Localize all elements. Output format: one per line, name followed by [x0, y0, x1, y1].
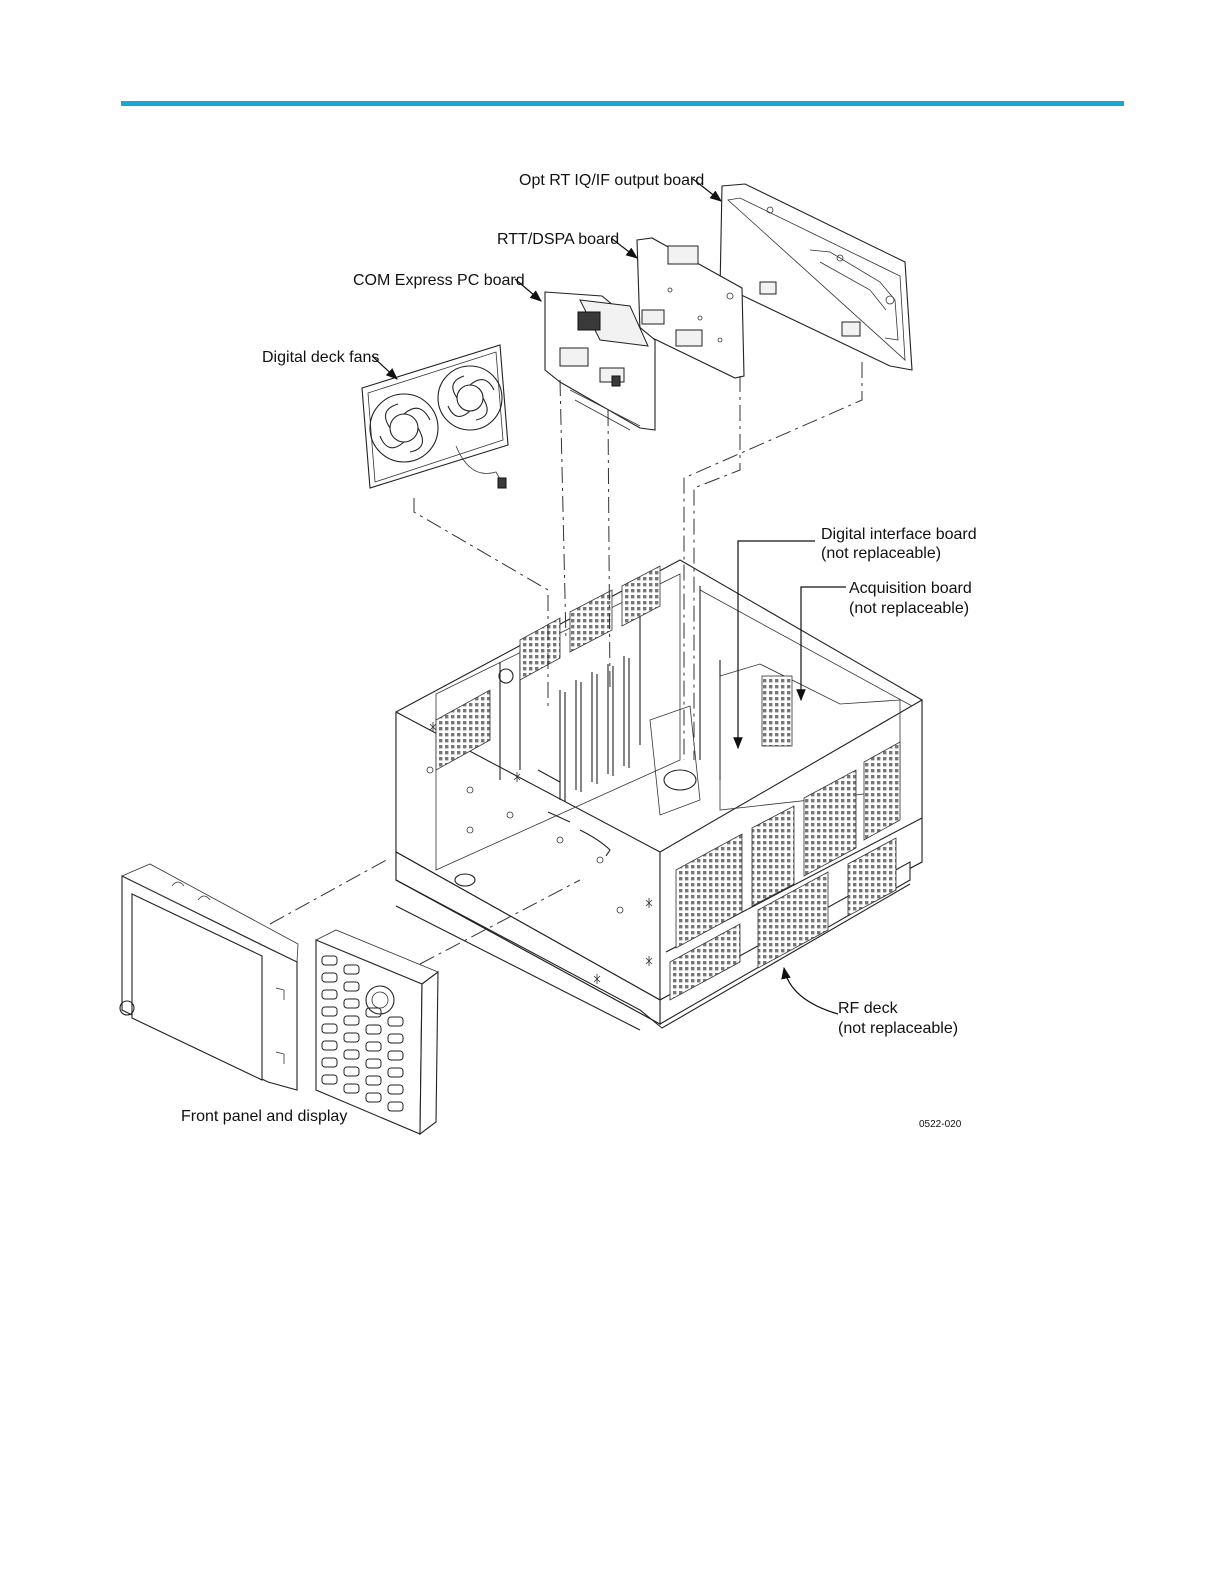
keypad-key — [344, 999, 359, 1008]
label-rf-deck: RF deck — [838, 1000, 899, 1017]
keypad-key — [322, 1058, 337, 1067]
keypad-key — [388, 1051, 403, 1060]
figure-id: 0522-020 — [919, 1119, 962, 1130]
label-acquisition-note: (not replaceable) — [849, 600, 969, 617]
keypad-key — [366, 1076, 381, 1085]
main-chassis — [396, 560, 922, 1030]
label-front-panel-display: Front panel and display — [181, 1108, 347, 1125]
keypad-key — [344, 982, 359, 991]
keypad-key — [322, 1007, 337, 1016]
keypad-key — [366, 1042, 381, 1051]
keypad-key — [388, 1102, 403, 1111]
keypad-key — [366, 1059, 381, 1068]
keypad-key — [388, 1017, 403, 1026]
keypad-key — [388, 1068, 403, 1077]
keypad-key — [322, 1041, 337, 1050]
keypad-key — [322, 1075, 337, 1084]
label-iq-if-output-board: Opt RT IQ/IF output board — [519, 172, 704, 189]
keypad-key — [344, 1016, 359, 1025]
label-rf-deck-note: (not replaceable) — [838, 1020, 958, 1037]
iq-if-output-board — [720, 184, 912, 370]
label-digital-interface-note: (not replaceable) — [821, 545, 941, 562]
keypad-key — [388, 1034, 403, 1043]
keypad-key — [344, 1084, 359, 1093]
keypad-key — [366, 1093, 381, 1102]
keypad-key — [344, 965, 359, 974]
label-acquisition-board: Acquisition board — [849, 580, 972, 597]
keypad-key — [366, 1025, 381, 1034]
label-digital-deck-fans: Digital deck fans — [262, 349, 379, 366]
label-rtt-dspa-board: RTT/DSPA board — [497, 231, 619, 248]
com-express-board — [545, 292, 655, 430]
keypad-key — [322, 956, 337, 965]
keypad-key — [322, 973, 337, 982]
keypad-key — [344, 1050, 359, 1059]
keypad-key — [344, 1067, 359, 1076]
front-panel-keypad — [316, 930, 438, 1134]
keypad-key — [344, 1033, 359, 1042]
front-panel-display — [120, 864, 298, 1090]
keypad-key — [388, 1085, 403, 1094]
keypad-key — [322, 990, 337, 999]
label-com-express-board: COM Express PC board — [353, 272, 525, 289]
keypad-key — [322, 1024, 337, 1033]
label-digital-interface-board: Digital interface board — [821, 526, 977, 543]
